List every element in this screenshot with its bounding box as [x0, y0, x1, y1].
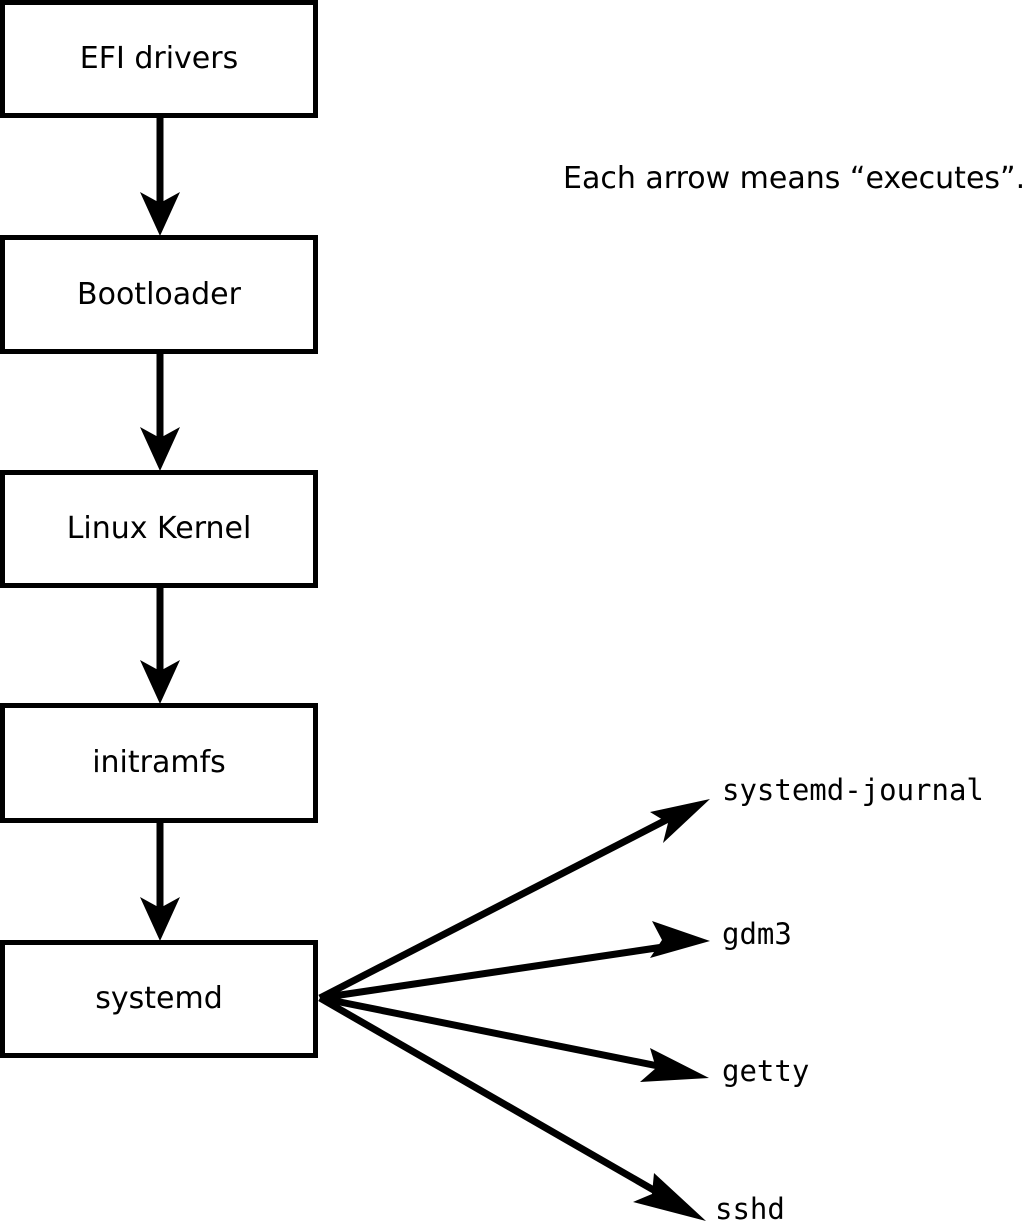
fanout-arrow-getty	[319, 994, 709, 1082]
node-label-bootloader: Bootloader	[77, 276, 241, 312]
chain-arrow-kernel-to-initramfs	[140, 588, 180, 704]
node-box-initramfs[interactable]: initramfs	[0, 703, 318, 823]
chain-arrow-bootloader-to-kernel	[140, 354, 180, 471]
chain-arrow-initramfs-to-systemd	[140, 823, 180, 941]
fanout-arrow-systemd-journal	[318, 799, 710, 1002]
node-box-efi-drivers[interactable]: EFI drivers	[0, 0, 318, 118]
leaf-label-systemd-journal[interactable]: systemd-journal	[722, 773, 984, 807]
leaf-label-getty[interactable]: getty	[722, 1054, 810, 1088]
node-box-bootloader[interactable]: Bootloader	[0, 235, 318, 354]
node-label-systemd: systemd	[95, 981, 223, 1016]
node-label-linux-kernel: Linux Kernel	[66, 511, 252, 546]
node-box-linux-kernel[interactable]: Linux Kernel	[0, 470, 318, 588]
chain-arrow-efi-to-bootloader	[140, 118, 180, 236]
leaf-label-gdm3[interactable]: gdm3	[722, 917, 792, 951]
leaf-label-sshd[interactable]: sshd	[715, 1192, 785, 1226]
node-label-efi-drivers: EFI drivers	[79, 41, 239, 76]
legend-note: Each arrow means “executes”.	[563, 161, 1023, 196]
fanout-arrow-gdm3	[319, 921, 710, 1002]
node-box-systemd[interactable]: systemd	[0, 940, 318, 1058]
fanout-arrow-sshd	[318, 994, 706, 1221]
node-label-initramfs: initramfs	[92, 745, 226, 780]
